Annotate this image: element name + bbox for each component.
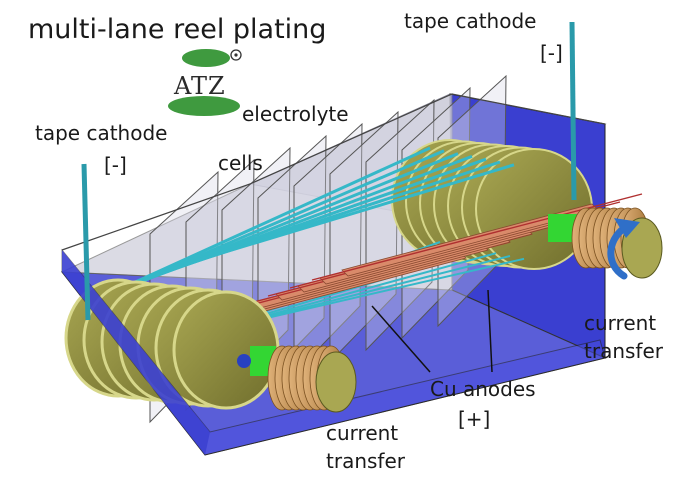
- current-transfer-right-label-1: current: [584, 311, 656, 335]
- tape-cathode-right-label: tape cathode: [404, 9, 536, 33]
- logo-registered-dot: [234, 53, 238, 57]
- current-transfer-bottom-label-1: current: [326, 421, 398, 445]
- tape-cathode-left-sign: [-]: [104, 153, 127, 177]
- tape-cathode-wire-left: [81, 163, 91, 321]
- logo-registered-icon: [230, 49, 242, 61]
- cu-anodes-sign: [+]: [458, 407, 490, 431]
- tape-cathode-right-sign: [-]: [540, 41, 563, 65]
- cu-anodes: [179, 193, 643, 329]
- tape-cathode-left-label: tape cathode: [35, 121, 167, 145]
- anode-callout-line-2: [487, 289, 493, 373]
- tank-left-wall: [62, 250, 210, 455]
- logo-text: ATZ: [173, 72, 226, 100]
- current-transfer-bottom-label-2: transfer: [326, 449, 406, 473]
- anode-callout-line-1: [371, 305, 431, 373]
- transfer-end-disc: [621, 217, 663, 279]
- reel-hub: [237, 354, 251, 368]
- logo-bottom-oval: [168, 96, 240, 116]
- logo-top-oval: [182, 49, 230, 67]
- transfer-end-disc: [315, 351, 357, 413]
- rotation-arrowhead-icon: [614, 218, 640, 238]
- tank-rim: [61, 93, 606, 251]
- tape-upper: [99, 146, 431, 300]
- cells-label: cells: [218, 151, 263, 175]
- tape-upper: [183, 163, 515, 266]
- reel-stack-left: [64, 278, 280, 410]
- electrolyte-label: electrolyte: [242, 102, 349, 126]
- current-transfer-right-label-2: transfer: [584, 339, 664, 363]
- tape-cathode-wire-right: [569, 21, 577, 201]
- cu-anodes-label: Cu anodes: [430, 377, 536, 401]
- diagram-title: multi-lane reel plating: [28, 14, 326, 45]
- current-transfer-bottom: [267, 345, 357, 413]
